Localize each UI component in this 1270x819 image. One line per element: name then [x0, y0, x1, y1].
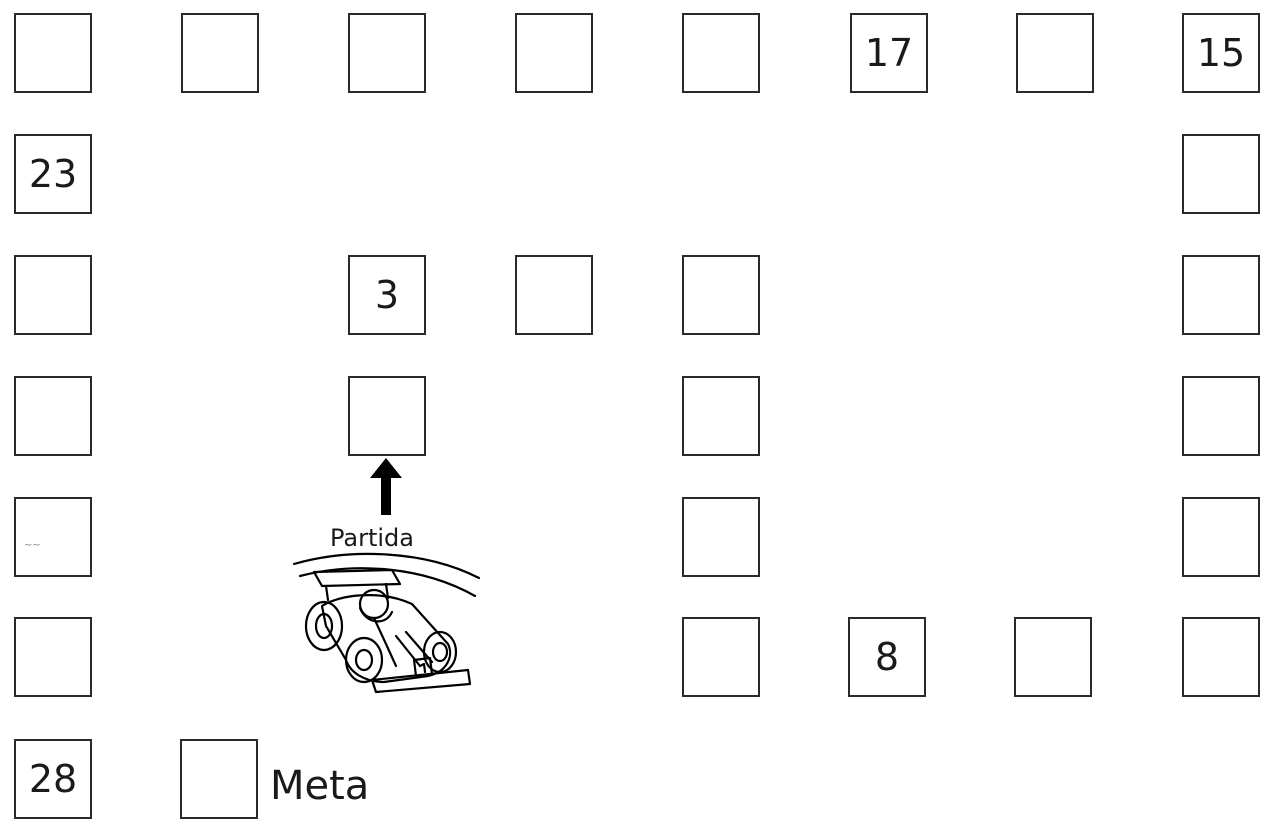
square-25: 8 [848, 617, 926, 697]
square-3 [348, 13, 426, 93]
square-13: 3 [348, 255, 426, 335]
square-28: 28 [14, 739, 92, 819]
square-1 [14, 13, 92, 93]
square-15 [682, 255, 760, 335]
square-14 [515, 255, 593, 335]
square-23 [1182, 497, 1260, 577]
race-car-icon [292, 552, 481, 694]
square-7 [1016, 13, 1094, 93]
square-20 [1182, 134, 1260, 214]
square-19 [682, 617, 760, 697]
square-4 [515, 13, 593, 93]
square-16 [348, 376, 426, 456]
square-17 [682, 376, 760, 456]
square-27 [14, 617, 92, 697]
square-5 [682, 13, 760, 93]
square-12 [14, 497, 92, 577]
square-9: 23 [14, 134, 92, 214]
square-29 [180, 739, 258, 819]
square-8: 15 [1182, 13, 1260, 93]
scan-mark: ~~ [24, 540, 41, 551]
square-24 [1182, 617, 1260, 697]
square-6: 17 [850, 13, 928, 93]
square-26 [1014, 617, 1092, 697]
square-11 [14, 376, 92, 456]
square-18 [682, 497, 760, 577]
square-22 [1182, 376, 1260, 456]
up-arrow-icon [370, 458, 402, 515]
start-label: Partida [330, 524, 414, 552]
square-10 [14, 255, 92, 335]
square-2 [181, 13, 259, 93]
square-21 [1182, 255, 1260, 335]
finish-label: Meta [270, 763, 370, 809]
